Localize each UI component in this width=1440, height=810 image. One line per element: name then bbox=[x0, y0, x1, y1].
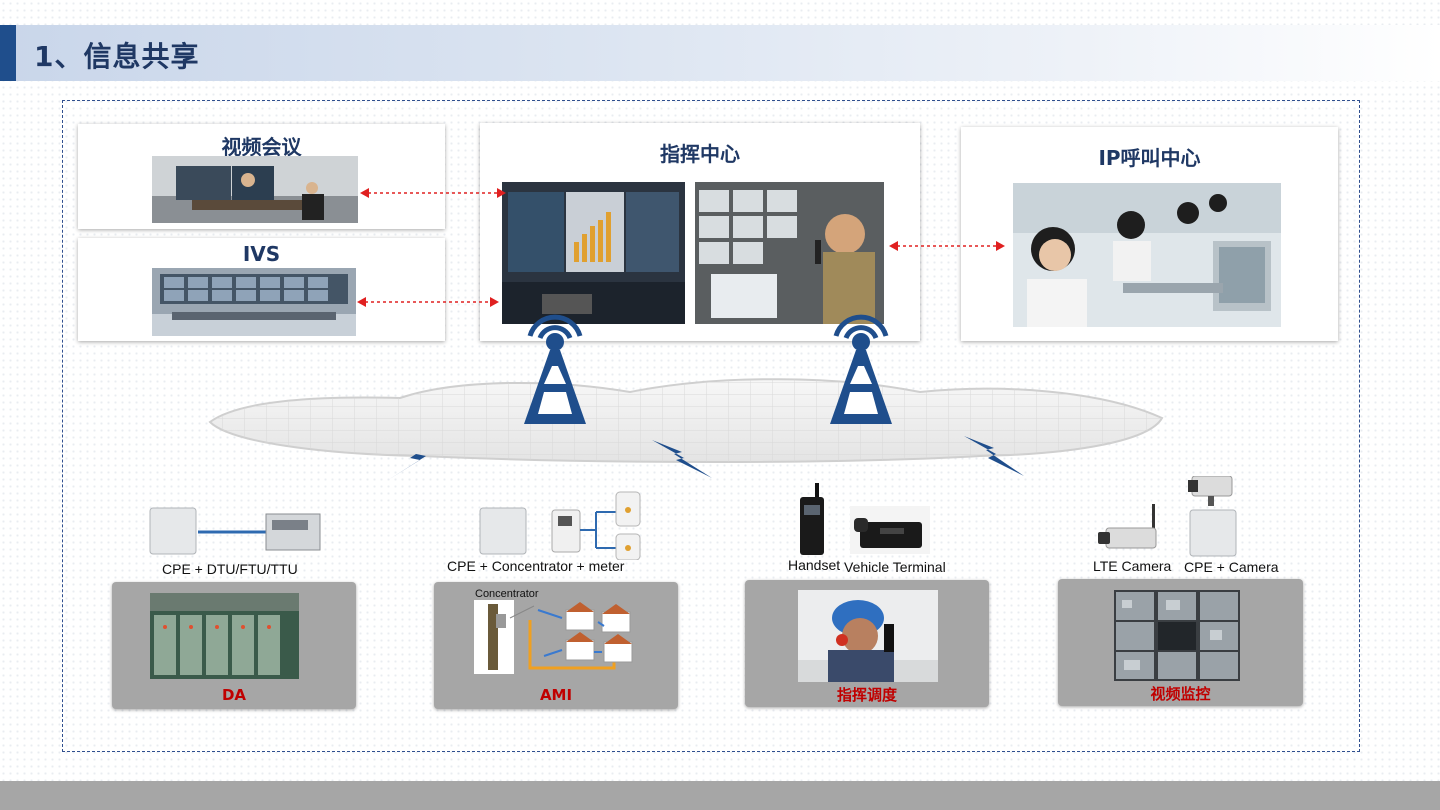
cpe-camera-device bbox=[1188, 476, 1237, 557]
link-videoconf-command-arrow bbox=[360, 188, 506, 198]
ip-call-center-title: IP呼叫中心 bbox=[1098, 146, 1201, 170]
ip-call-center-panel: IP呼叫中心 bbox=[961, 127, 1338, 341]
header-accent-bar bbox=[0, 25, 16, 81]
command-center-photo-left bbox=[502, 182, 685, 324]
cpe-concentrator-device bbox=[479, 491, 641, 560]
lte-tower-icon bbox=[524, 314, 586, 424]
wireless-bolt-icon bbox=[652, 440, 712, 478]
command-center-photo-right bbox=[695, 182, 884, 324]
cpe-dtu-device bbox=[149, 507, 321, 555]
wireless-bolt-icon bbox=[388, 438, 440, 480]
command-center-panel: 指挥中心 bbox=[480, 123, 920, 341]
network-cloud bbox=[208, 378, 1164, 463]
da-app-box: DA bbox=[112, 582, 356, 709]
handset-radio-icon bbox=[800, 483, 824, 555]
lte-camera-label: LTE Camera bbox=[1093, 558, 1172, 574]
lte-tower-icon bbox=[830, 314, 892, 424]
ivs-title: IVS bbox=[242, 242, 281, 266]
ivs-panel: IVS bbox=[78, 238, 445, 341]
vehicle-terminal-icon bbox=[850, 506, 930, 554]
video-monitor-photo bbox=[1114, 590, 1240, 681]
dispatch-worker-photo bbox=[798, 590, 938, 682]
da-device-label: CPE + DTU/FTU/TTU bbox=[162, 561, 298, 577]
ami-app-label: AMI bbox=[539, 686, 573, 704]
dispatch-app-box: 指挥调度 bbox=[745, 580, 989, 707]
video-conference-title: 视频会议 bbox=[221, 135, 302, 159]
ivs-photo bbox=[152, 268, 356, 336]
handset-label: Handset bbox=[788, 557, 841, 573]
link-ivs-command-arrow bbox=[357, 297, 499, 307]
video-monitor-app-box: 视频监控 bbox=[1058, 579, 1303, 706]
cpe-camera-label: CPE + Camera bbox=[1184, 559, 1279, 575]
ip-call-center-photo bbox=[1013, 183, 1281, 327]
ami-device-label: CPE + Concentrator + meter bbox=[447, 558, 625, 574]
link-command-ipcall-arrow bbox=[889, 241, 1005, 251]
video-conference-photo bbox=[152, 156, 358, 223]
vehicle-terminal-label: Vehicle Terminal bbox=[844, 559, 946, 575]
dispatch-app-label: 指挥调度 bbox=[836, 686, 897, 704]
video-conference-panel: 视频会议 bbox=[78, 124, 445, 229]
command-center-title: 指挥中心 bbox=[660, 142, 740, 166]
da-app-label: DA bbox=[221, 686, 247, 704]
concentrator-label: Concentrator bbox=[475, 588, 539, 600]
ami-app-box: Concentrator AMI bbox=[434, 582, 678, 709]
page-title: 1、信息共享 bbox=[34, 40, 200, 73]
diagram-frame bbox=[62, 100, 1360, 752]
da-switchgear-photo bbox=[150, 593, 299, 679]
footer-bar bbox=[0, 781, 1440, 810]
ami-network-diagram bbox=[474, 600, 633, 674]
video-monitor-app-label: 视频监控 bbox=[1150, 685, 1211, 703]
header-band: 1、信息共享 bbox=[0, 25, 1440, 81]
lte-camera-icon bbox=[1098, 504, 1157, 549]
wireless-bolt-icon bbox=[964, 436, 1024, 476]
